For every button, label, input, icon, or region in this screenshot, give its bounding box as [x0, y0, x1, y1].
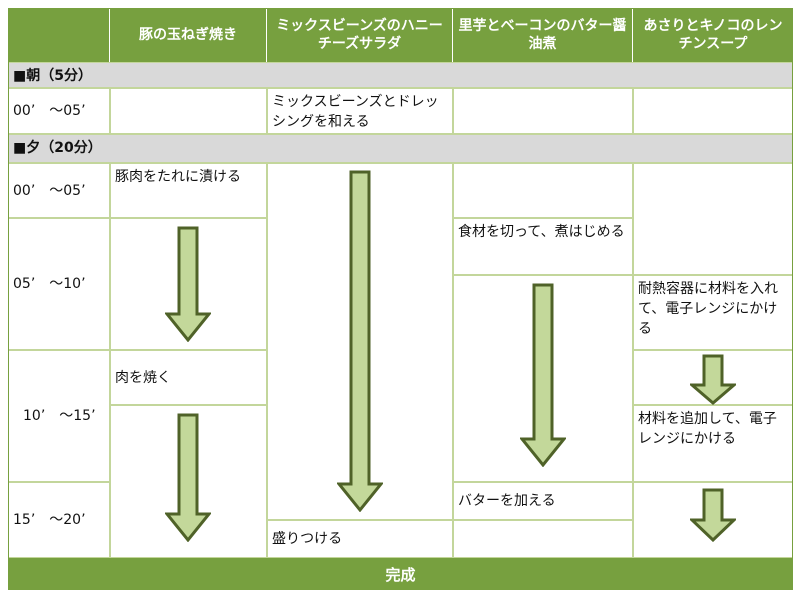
header-corner	[8, 8, 110, 62]
down-arrow-icon	[337, 170, 383, 512]
step-cell: ミックスビーンズとドレッシングを和える	[267, 88, 453, 134]
step-cell: 材料を追加して、電子レンジにかける	[633, 405, 793, 482]
empty-cell	[633, 88, 793, 134]
empty-cell	[453, 88, 633, 134]
empty-cell	[453, 163, 633, 218]
complete-footer: 完成	[8, 558, 793, 590]
time-label: 00’ 〜05’	[8, 163, 110, 218]
header-pork: 豚の玉ねぎ焼き	[110, 8, 267, 62]
step-cell: 豚肉をたれに漬ける	[110, 163, 267, 218]
section-evening: ■夕（20分）	[8, 134, 793, 163]
down-arrow-icon	[165, 226, 211, 342]
down-arrow-icon	[690, 354, 736, 405]
header-soup: あさりとキノコのレンチンスープ	[633, 8, 793, 62]
step-cell: バターを加える	[453, 482, 633, 520]
step-cell: 盛りつける	[267, 520, 453, 558]
step-cell: 食材を切って、煮はじめる	[453, 218, 633, 275]
time-label: 05’ 〜10’	[8, 218, 110, 350]
step-cell: 耐熱容器に材料を入れて、電子レンジにかける	[633, 275, 793, 350]
section-morning: ■朝（5分）	[8, 62, 793, 88]
empty-cell	[633, 163, 793, 275]
down-arrow-icon	[690, 488, 736, 542]
empty-cell	[110, 88, 267, 134]
down-arrow-icon	[165, 413, 211, 542]
header-taro: 里芋とベーコンのバター醤油煮	[453, 8, 633, 62]
time-label: 00’ 〜05’	[8, 88, 110, 134]
header-salad: ミックスビーンズのハニーチーズサラダ	[267, 8, 453, 62]
down-arrow-icon	[520, 283, 566, 467]
empty-cell	[453, 520, 633, 558]
time-label: 15’ 〜20’	[8, 482, 110, 558]
step-cell: 肉を焼く	[110, 350, 267, 405]
time-label: 10’ 〜15’	[8, 350, 110, 482]
